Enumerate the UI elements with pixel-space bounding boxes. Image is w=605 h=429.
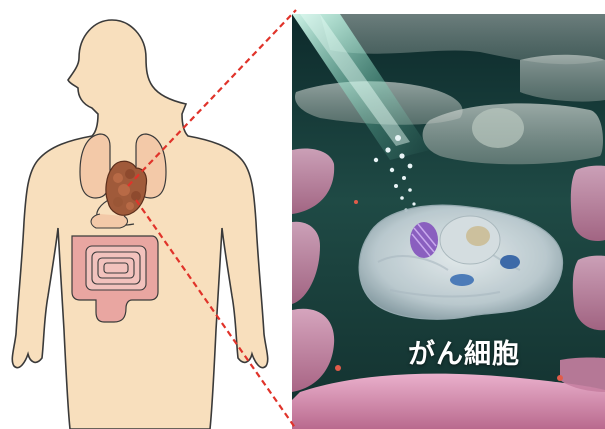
pink-cell [571, 166, 605, 241]
stomach-lobe [131, 191, 141, 201]
red-particle [557, 375, 563, 381]
stomach-lobe [125, 169, 135, 179]
nucleolus [466, 226, 490, 246]
stomach-lobe [126, 202, 134, 210]
background-cell [520, 55, 605, 102]
mitochondrion [450, 274, 474, 286]
small-intestine [86, 246, 146, 290]
mitochondrion [500, 255, 520, 269]
cancer-cell-label: がん細胞 [408, 332, 520, 371]
nucleus [472, 108, 524, 148]
duodenum [91, 214, 127, 228]
red-particle [354, 200, 358, 204]
stomach-lobe [113, 173, 123, 183]
stomach-lobe [113, 197, 123, 207]
red-particle [335, 365, 341, 371]
